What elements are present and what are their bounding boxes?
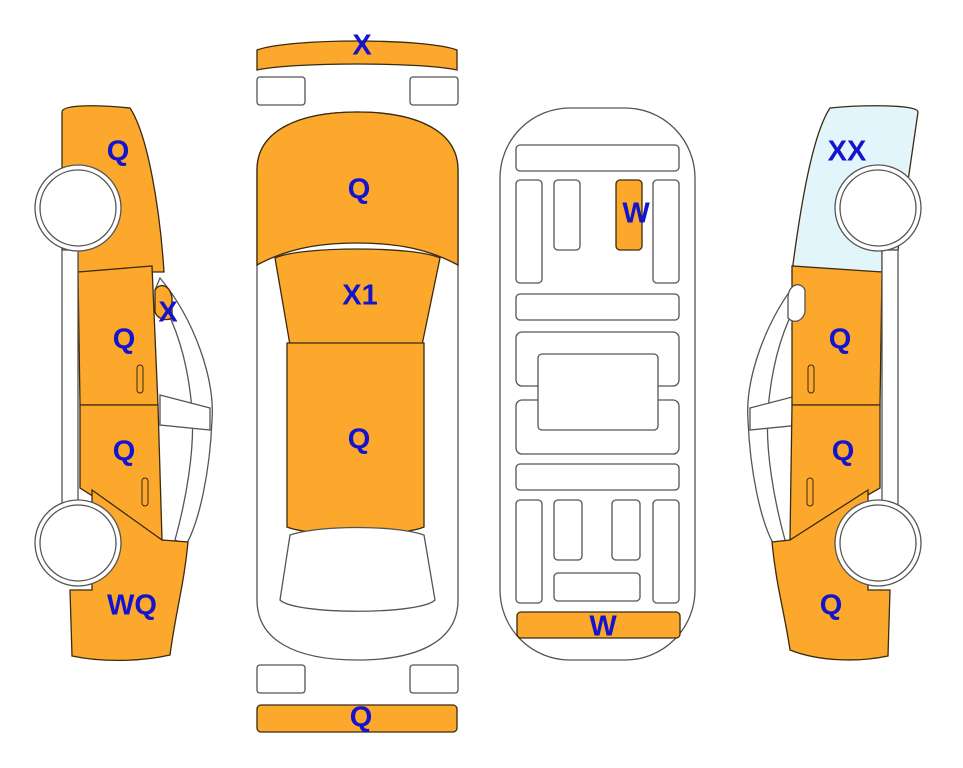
underside-part [515, 293, 680, 321]
right-side-view [747, 105, 922, 661]
code-hood: Q [348, 174, 371, 206]
damage-codes: Q X Q Q WQ X Q X1 Q Q W W XX Q Q Q [107, 30, 867, 734]
code-left-rear-fender: WQ [107, 590, 157, 622]
underside-part [553, 499, 583, 561]
underside-part [515, 499, 543, 604]
code-underside-rear: W [589, 611, 617, 643]
right-sill [881, 249, 899, 541]
right-rear-wheel-rim [839, 504, 917, 582]
code-left-rear-door: Q [113, 436, 136, 468]
underside-part [537, 353, 659, 431]
underside-part [652, 499, 680, 604]
right-rear-door-handle-icon [806, 477, 814, 507]
rear-bumper[interactable] [256, 704, 458, 733]
headlight-left [256, 76, 306, 106]
headlight-right [409, 76, 459, 106]
code-left-mirror: X [158, 297, 178, 329]
underside-center-part[interactable] [615, 179, 643, 251]
code-rear-bumper: Q [350, 702, 373, 734]
underside-part [652, 179, 680, 284]
underside-view [499, 107, 696, 661]
taillight-right [409, 664, 459, 694]
left-rear-door-handle-icon [141, 477, 149, 507]
left-side-view [34, 105, 213, 662]
left-front-door-handle-icon [136, 364, 144, 394]
code-right-rear-door: Q [832, 436, 855, 468]
taillight-left [256, 664, 306, 694]
code-underside-center: W [622, 198, 650, 230]
underside-part [611, 499, 641, 561]
underside-part [553, 572, 641, 602]
left-sill [61, 249, 79, 541]
code-right-front-door: Q [829, 324, 852, 356]
underside-part [553, 179, 581, 251]
code-left-front-fender: Q [107, 136, 130, 168]
left-pillar [159, 394, 211, 431]
top-view [256, 40, 459, 733]
code-windshield: X1 [342, 280, 377, 312]
left-rear-wheel-rim [39, 504, 117, 582]
right-front-wheel-rim [839, 169, 917, 247]
left-front-wheel-rim [39, 169, 117, 247]
underside-rear-part[interactable] [516, 611, 681, 639]
underside-part [515, 463, 680, 491]
right-front-door-handle-icon [807, 364, 815, 394]
code-roof: Q [348, 424, 371, 456]
right-mirror [787, 284, 806, 322]
rear-window [279, 526, 436, 612]
left-mirror[interactable] [154, 284, 173, 321]
underside-part [515, 144, 680, 172]
front-bumper[interactable] [256, 40, 458, 71]
code-front-bumper: X [352, 30, 372, 62]
windshield[interactable] [274, 248, 441, 346]
code-right-front-fender: XX [828, 136, 867, 168]
underside-part [515, 179, 543, 284]
code-left-front-door: Q [113, 324, 136, 356]
hood[interactable] [256, 111, 459, 267]
code-right-rear-fender: Q [820, 590, 843, 622]
